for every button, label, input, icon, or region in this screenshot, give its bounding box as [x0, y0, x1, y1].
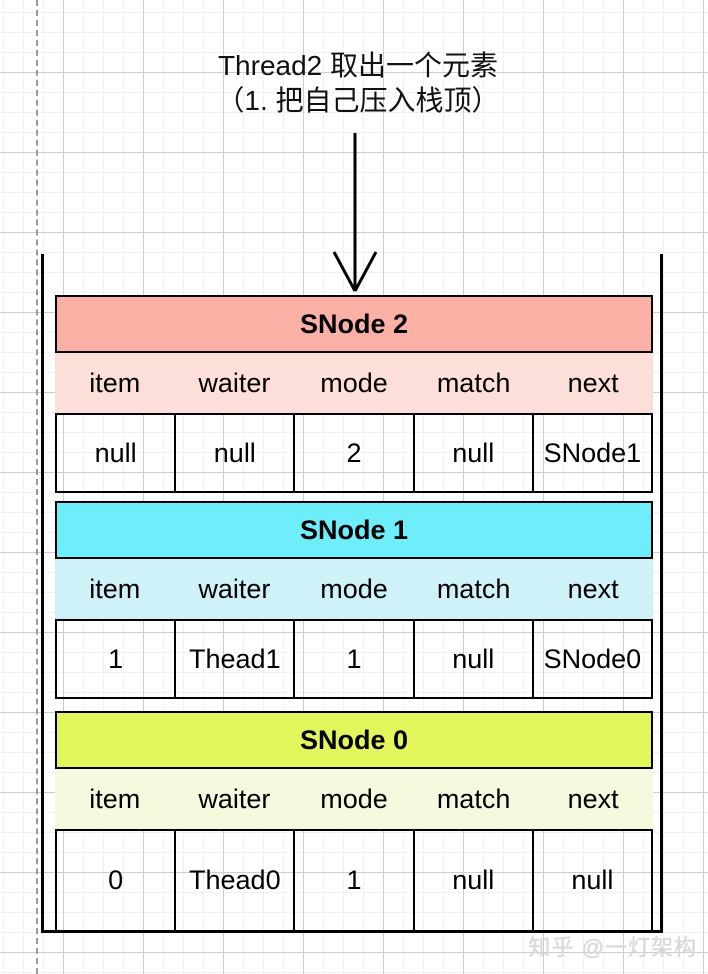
snode2-cell-waiter: null [176, 415, 296, 491]
column-header-next: next [567, 783, 619, 814]
snode0-cell-next: null [571, 865, 614, 895]
column-header-item: item [89, 573, 141, 604]
down-arrow-icon [332, 133, 378, 292]
title-line-1: Thread2 取出一个元素 [217, 50, 499, 81]
diagram-title: Thread2 取出一个元素 （1. 把自己压入栈顶） [108, 48, 608, 118]
column-header-waiter: waiter [198, 783, 271, 814]
title-line-2: （1. 把自己压入栈顶） [216, 85, 500, 116]
snode2-cell-next: SNode1 [543, 437, 642, 468]
snode0-value-row: 0 Thead0 1 null null [55, 829, 653, 932]
left-dashed-guide-line [36, 0, 38, 974]
column-header-match: match [436, 573, 511, 604]
column-header-mode: mode [320, 783, 388, 814]
snode1-cell-match: null [415, 621, 534, 697]
snode1-column-header-row: item waiter mode match next [55, 559, 653, 619]
snode2-table: SNode 2 item waiter mode match next null… [55, 295, 653, 493]
snode2-cell-match: null [415, 415, 534, 491]
snode2-title-bar: SNode 2 [55, 295, 653, 353]
snode0-cell-item: 0 [57, 831, 177, 930]
column-header-mode: mode [320, 367, 388, 398]
snode1-cell-waiter: Thead1 [176, 621, 296, 697]
column-header-waiter: waiter [198, 573, 271, 604]
column-header-mode: mode [320, 573, 388, 604]
snode0-title-bar: SNode 0 [55, 711, 653, 769]
snode1-table: SNode 1 item waiter mode match next 1 Th… [55, 501, 653, 699]
snode0-cell-match: null [415, 831, 534, 930]
snode0-column-header-row: item waiter mode match next [55, 769, 653, 829]
snode0-cell-waiter: Thead0 [176, 831, 296, 930]
column-header-waiter: waiter [198, 367, 271, 398]
snode2-value-row: null null 2 null SNode1 [55, 413, 653, 493]
snode1-cell-item: 1 [57, 621, 177, 697]
snode0-cell-mode: 1 [295, 831, 415, 930]
snode2-column-header-row: item waiter mode match next [55, 353, 653, 413]
column-header-next: next [567, 573, 619, 604]
snode1-title-bar: SNode 1 [55, 501, 653, 559]
zhihu-watermark: 知乎 @一灯架构 [528, 935, 697, 960]
column-header-item: item [89, 783, 141, 814]
column-header-item: item [89, 367, 141, 398]
snode1-value-row: 1 Thead1 1 null SNode0 [55, 619, 653, 699]
snode1-cell-next: SNode0 [543, 643, 642, 674]
column-header-match: match [436, 783, 511, 814]
snode2-cell-mode: 2 [295, 415, 415, 491]
snode2-cell-item: null [57, 415, 177, 491]
column-header-next: next [567, 367, 619, 398]
snode1-cell-mode: 1 [295, 621, 415, 697]
column-header-match: match [436, 367, 511, 398]
snode0-table: SNode 0 item waiter mode match next 0 Th… [55, 711, 653, 932]
